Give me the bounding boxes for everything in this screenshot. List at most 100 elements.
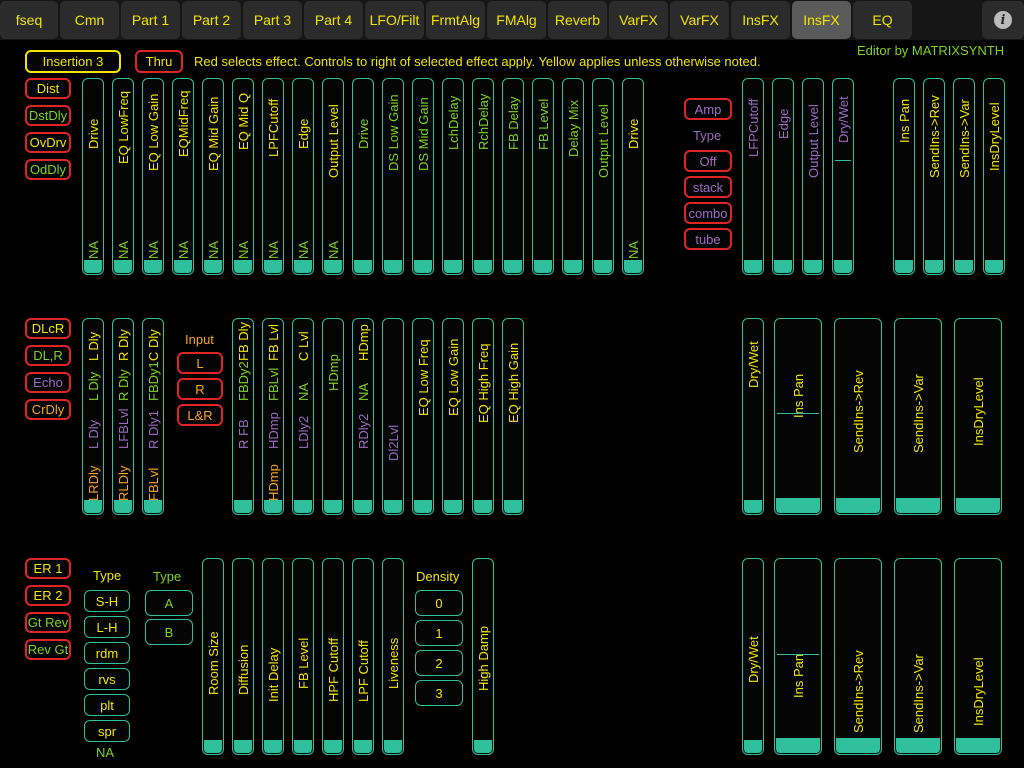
row2-slider2-2-knob[interactable] xyxy=(294,500,312,513)
amp-slider-3-knob[interactable] xyxy=(834,260,852,273)
amp-type-tube[interactable]: tube xyxy=(684,228,732,250)
row1-right-slider-3-knob[interactable] xyxy=(985,260,1003,273)
row2-effect-button-2[interactable]: Echo xyxy=(25,372,71,393)
density-option-0[interactable]: 0 xyxy=(415,590,463,616)
row2-right-slider-0[interactable]: Dry/Wet xyxy=(742,318,764,515)
row2-right-slider-1-knob[interactable] xyxy=(776,498,820,513)
row2-slider2-9[interactable]: EQ High Gain xyxy=(502,318,524,515)
row3-effect-button-0[interactable]: ER 1 xyxy=(25,558,71,579)
row1-slider-11[interactable]: DS Mid Gain xyxy=(412,78,434,275)
type-option-rdm[interactable]: rdm xyxy=(84,642,130,664)
row2-slider2-1-knob[interactable] xyxy=(264,500,282,513)
row3-slider-4-knob[interactable] xyxy=(324,740,342,753)
row1-effect-button-0[interactable]: Dist xyxy=(25,78,71,99)
row2-slider2-5-knob[interactable] xyxy=(384,500,402,513)
row1-slider-9-knob[interactable] xyxy=(354,260,372,273)
row1-slider-2-knob[interactable] xyxy=(144,260,162,273)
row2-slider2-4-knob[interactable] xyxy=(354,500,372,513)
row1-slider-5-knob[interactable] xyxy=(234,260,252,273)
row1-effect-button-3[interactable]: OdDly xyxy=(25,159,71,180)
row1-right-slider-1-knob[interactable] xyxy=(925,260,943,273)
row1-slider-4-knob[interactable] xyxy=(204,260,222,273)
type-option-S-H[interactable]: S-H xyxy=(84,590,130,612)
high-damp-slider-knob[interactable] xyxy=(474,740,492,753)
row3-right-slider-0-knob[interactable] xyxy=(744,740,762,753)
density-option-1[interactable]: 1 xyxy=(415,620,463,646)
row1-right-slider-3[interactable]: InsDryLevel xyxy=(983,78,1005,275)
row1-right-slider-0[interactable]: Ins Pan xyxy=(893,78,915,275)
row1-effect-button-2[interactable]: OvDrv xyxy=(25,132,71,153)
amp-slider-0[interactable]: LFPCutoff xyxy=(742,78,764,275)
tab-lfo-filt[interactable]: LFO/Filt xyxy=(365,1,424,39)
tab-insfx[interactable]: InsFX xyxy=(792,1,851,39)
row1-slider-18-knob[interactable] xyxy=(624,260,642,273)
row3-slider-6[interactable]: Liveness xyxy=(382,558,404,755)
row2-slider2-8[interactable]: EQ High Freq xyxy=(472,318,494,515)
tab-insfx[interactable]: InsFX xyxy=(731,1,790,39)
row1-slider-13[interactable]: RchDelay xyxy=(472,78,494,275)
row3-right-slider-2-knob[interactable] xyxy=(836,738,880,753)
row3-right-slider-0[interactable]: Dry/Wet xyxy=(742,558,764,755)
tab-fmalg[interactable]: FMAlg xyxy=(487,1,546,39)
tab-part-4[interactable]: Part 4 xyxy=(304,1,363,39)
row1-right-slider-0-knob[interactable] xyxy=(895,260,913,273)
row3-slider-5[interactable]: LPF Cutoff xyxy=(352,558,374,755)
tab-part-1[interactable]: Part 1 xyxy=(121,1,180,39)
row2-right-slider-2[interactable]: SendIns->Rev xyxy=(834,318,882,515)
row2-slider2-3-knob[interactable] xyxy=(324,500,342,513)
row1-right-slider-1[interactable]: SendIns->Rev xyxy=(923,78,945,275)
tab-cmn[interactable]: Cmn xyxy=(60,1,119,39)
insertion-select-button[interactable]: Insertion 3 xyxy=(25,50,121,73)
row2-right-slider-4[interactable]: InsDryLevel xyxy=(954,318,1002,515)
density-option-2[interactable]: 2 xyxy=(415,650,463,676)
row1-slider-10-knob[interactable] xyxy=(384,260,402,273)
row3-slider-1-knob[interactable] xyxy=(234,740,252,753)
input-option-R[interactable]: R xyxy=(177,378,223,400)
amp-type-stack[interactable]: stack xyxy=(684,176,732,198)
row1-slider-11-knob[interactable] xyxy=(414,260,432,273)
row2-slider2-8-knob[interactable] xyxy=(474,500,492,513)
row1-slider-14[interactable]: FB Delay xyxy=(502,78,524,275)
row3-right-slider-1[interactable]: Ins Pan xyxy=(774,558,822,755)
row2-effect-button-3[interactable]: CrDly xyxy=(25,399,71,420)
row1-slider-3-knob[interactable] xyxy=(174,260,192,273)
amp-button[interactable]: Amp xyxy=(684,98,732,120)
tab-reverb[interactable]: Reverb xyxy=(548,1,607,39)
row1-slider-12[interactable]: LchDelay xyxy=(442,78,464,275)
row2-slider2-7-knob[interactable] xyxy=(444,500,462,513)
row3-slider-3[interactable]: FB Level xyxy=(292,558,314,755)
type-option-spr[interactable]: spr xyxy=(84,720,130,742)
row1-slider-15[interactable]: FB Level xyxy=(532,78,554,275)
row2-slider2-3[interactable]: HDmp xyxy=(322,318,344,515)
row2-slider-0-knob[interactable] xyxy=(84,500,102,513)
row2-slider-1-knob[interactable] xyxy=(114,500,132,513)
amp-slider-0-knob[interactable] xyxy=(744,260,762,273)
row2-right-slider-3-knob[interactable] xyxy=(896,498,940,513)
row3-slider-1[interactable]: Diffusion xyxy=(232,558,254,755)
row3-effect-button-3[interactable]: Rev Gt xyxy=(25,639,71,660)
row2-effect-button-0[interactable]: DLcR xyxy=(25,318,71,339)
row2-right-slider-4-knob[interactable] xyxy=(956,498,1000,513)
row1-slider-15-knob[interactable] xyxy=(534,260,552,273)
input-option-L[interactable]: L xyxy=(177,352,223,374)
row2-right-slider-2-knob[interactable] xyxy=(836,498,880,513)
row3-slider-2[interactable]: Init Delay xyxy=(262,558,284,755)
tab-varfx[interactable]: VarFX xyxy=(609,1,668,39)
info-button[interactable]: i xyxy=(982,1,1024,39)
row1-slider-13-knob[interactable] xyxy=(474,260,492,273)
row2-slider2-6[interactable]: EQ Low Freq xyxy=(412,318,434,515)
row2-slider2-9-knob[interactable] xyxy=(504,500,522,513)
tab-fseq[interactable]: fseq xyxy=(0,1,58,39)
type-option-plt[interactable]: plt xyxy=(84,694,130,716)
row1-slider-8-knob[interactable] xyxy=(324,260,342,273)
